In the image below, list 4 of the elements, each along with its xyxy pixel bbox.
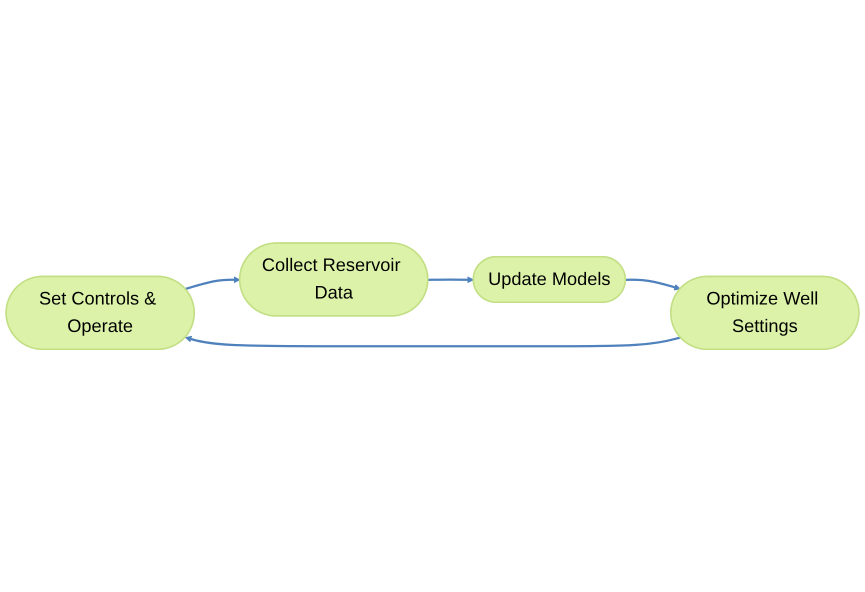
arrow — [626, 278, 681, 290]
arrow — [428, 276, 474, 283]
arrow — [185, 276, 240, 290]
arrow — [185, 336, 681, 348]
